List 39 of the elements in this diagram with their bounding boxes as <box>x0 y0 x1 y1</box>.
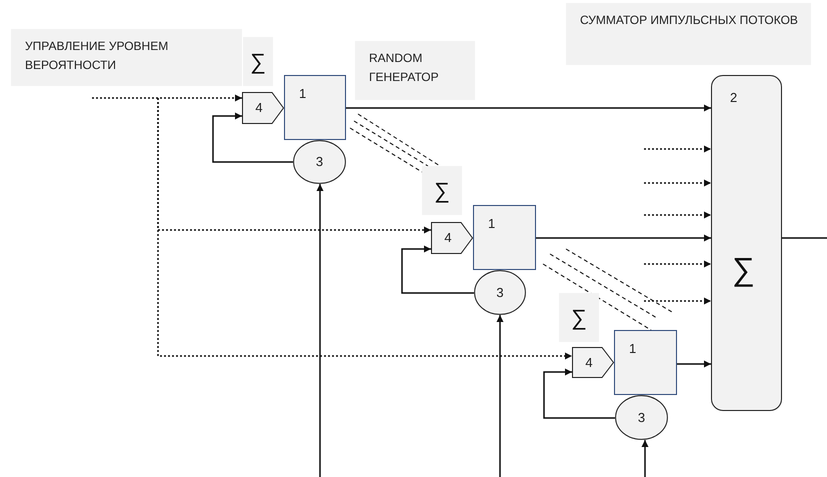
arrow <box>543 368 615 419</box>
pentagon-block: 4 <box>572 347 614 378</box>
ellipse-block: 3 <box>474 270 526 315</box>
arrow <box>346 104 711 112</box>
sigma-label: ∑ <box>422 166 462 215</box>
arrow <box>316 184 324 477</box>
continuation-line <box>350 128 422 172</box>
continuation-line <box>354 120 428 166</box>
generator-block: 1 <box>614 330 677 395</box>
continuation-line <box>542 264 652 330</box>
arrow <box>91 94 242 102</box>
arrow <box>644 180 711 186</box>
arrow <box>401 246 474 294</box>
ellipse-block: 3 <box>615 395 668 440</box>
arrow <box>496 315 504 477</box>
ellipse-block: 3 <box>293 140 346 184</box>
sigma-sign: ∑ <box>732 251 755 287</box>
caption-label: УПРАВЛЕНИЕ УРОВНЕМ ВЕРОЯТНОСТИ <box>11 29 242 86</box>
caption-label: RANDOM ГЕНЕРАТОР <box>355 41 475 100</box>
continuation-line <box>566 248 672 312</box>
arrow <box>157 98 572 360</box>
sigma-label: ∑ <box>559 293 599 342</box>
arrow <box>536 234 711 242</box>
sigma-label: ∑ <box>243 37 273 86</box>
arrow <box>212 112 293 163</box>
block-number: 2 <box>730 89 738 107</box>
arrow <box>677 360 711 368</box>
pentagon-block: 4 <box>431 222 473 254</box>
pentagon-block: 4 <box>242 92 284 124</box>
adder-block <box>711 75 782 411</box>
connector-line <box>782 237 827 239</box>
arrow <box>644 260 711 268</box>
continuation-line <box>550 254 658 318</box>
continuation-line <box>358 114 440 166</box>
arrow <box>644 298 711 304</box>
arrow <box>644 146 711 152</box>
caption-label: СУММАТОР ИМПУЛЬСНЫХ ПОТОКОВ <box>566 3 811 65</box>
arrow <box>642 440 648 477</box>
arrow <box>644 212 711 218</box>
